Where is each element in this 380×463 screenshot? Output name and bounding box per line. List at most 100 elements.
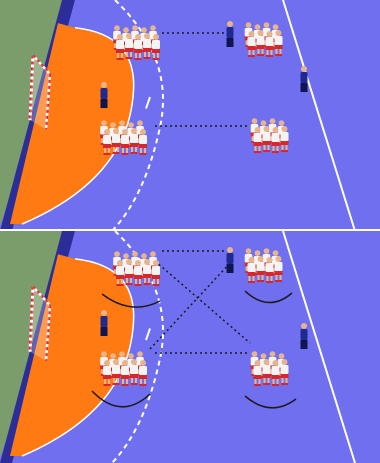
left-group-top: [113, 25, 160, 60]
player-head: [254, 127, 261, 133]
left-group-top: [113, 251, 160, 286]
sideline: [282, 0, 356, 231]
player-head: [104, 360, 110, 366]
coach-figure-icon: [226, 247, 234, 273]
player-shoes: [130, 152, 138, 154]
player-figure-icon: [256, 256, 265, 282]
player-shoes: [130, 383, 138, 385]
goal-post-stripe: [28, 55, 35, 121]
player-shoes: [257, 280, 264, 282]
player-figure-icon: [116, 34, 124, 60]
player-head: [144, 33, 150, 39]
player-head: [128, 353, 134, 359]
player-head: [278, 353, 285, 359]
player-shorts: [265, 272, 274, 276]
player-shirt: [271, 366, 280, 375]
player-head: [245, 248, 252, 254]
player-shoes: [121, 384, 129, 386]
player-head: [113, 359, 119, 365]
goal-net: [30, 286, 50, 361]
player-shirt: [262, 132, 271, 141]
player-head: [272, 127, 279, 133]
player-shorts: [271, 375, 280, 379]
player-shorts: [247, 272, 256, 276]
player-head: [269, 351, 276, 357]
coach-pants: [226, 264, 234, 273]
player-head: [137, 120, 143, 126]
player-shorts: [103, 144, 111, 148]
player-figure-icon: [274, 256, 283, 282]
player-shorts: [280, 374, 289, 378]
player-head: [132, 251, 138, 257]
player-shorts: [265, 46, 274, 50]
player-shirt: [139, 366, 147, 375]
coach-jacket: [300, 329, 308, 340]
player-shirt: [262, 365, 271, 374]
court-view-2: [0, 231, 380, 463]
coach-pants: [100, 327, 108, 336]
goal-bar-stripe: [32, 54, 51, 75]
drill-panel-2: [0, 231, 380, 463]
player-shoes: [103, 384, 111, 386]
coach-figure-icon: [300, 323, 308, 349]
player-head: [131, 128, 137, 134]
player-head: [117, 34, 123, 40]
player-figure-icon: [143, 259, 151, 285]
player-shirt: [253, 133, 262, 142]
coach-figure-icon: [100, 310, 108, 336]
player-head: [278, 120, 285, 126]
player-shorts: [116, 49, 124, 53]
player-shorts: [271, 142, 280, 146]
player-figure-icon: [253, 360, 262, 386]
player-shirt: [152, 266, 160, 275]
player-head: [254, 24, 261, 30]
player-figure-icon: [134, 34, 142, 60]
player-head: [251, 351, 258, 357]
player-shoes: [281, 150, 288, 152]
player-shoes: [139, 384, 147, 386]
player-shorts: [247, 46, 256, 50]
player-figure-icon: [274, 30, 283, 56]
player-shoes: [254, 151, 261, 153]
coach-figure-icon: [226, 21, 234, 47]
player-head: [254, 250, 261, 256]
player-shirt: [103, 366, 111, 375]
player-shoes: [143, 57, 151, 59]
goal-net: [30, 55, 50, 130]
player-head: [150, 25, 156, 31]
player-shirt: [280, 132, 289, 141]
player-figure-icon: [103, 129, 111, 155]
six-meter-line: [21, 26, 135, 225]
player-shirt: [130, 134, 138, 143]
court-view-1: [0, 0, 380, 231]
goal-bar-stripe: [32, 285, 51, 307]
player-head: [117, 260, 123, 266]
player-shirt: [112, 365, 120, 374]
player-head: [141, 27, 147, 33]
player-head: [263, 359, 270, 365]
player-shoes: [263, 383, 270, 385]
right-group-top: [244, 22, 283, 57]
player-shirt: [134, 40, 142, 49]
coach-pants: [100, 99, 108, 108]
player-head: [123, 253, 129, 259]
player-head: [260, 353, 267, 359]
player-shorts: [152, 275, 160, 279]
player-shorts: [152, 49, 160, 53]
player-head: [126, 259, 132, 265]
player-shoes: [125, 283, 133, 285]
player-head: [126, 33, 132, 39]
player-figure-icon: [112, 128, 120, 154]
player-shirt: [121, 135, 129, 144]
player-shorts: [143, 274, 151, 278]
player-figure-icon: [134, 260, 142, 286]
right-group-bottom: [250, 351, 289, 386]
player-shorts: [125, 48, 133, 52]
player-shorts: [121, 144, 129, 148]
player-figure-icon: [271, 127, 280, 153]
player-head: [132, 25, 138, 31]
player-shoes: [254, 384, 261, 386]
player-figure-icon: [116, 260, 124, 286]
player-figure-icon: [262, 359, 271, 385]
player-shirt: [280, 365, 289, 374]
